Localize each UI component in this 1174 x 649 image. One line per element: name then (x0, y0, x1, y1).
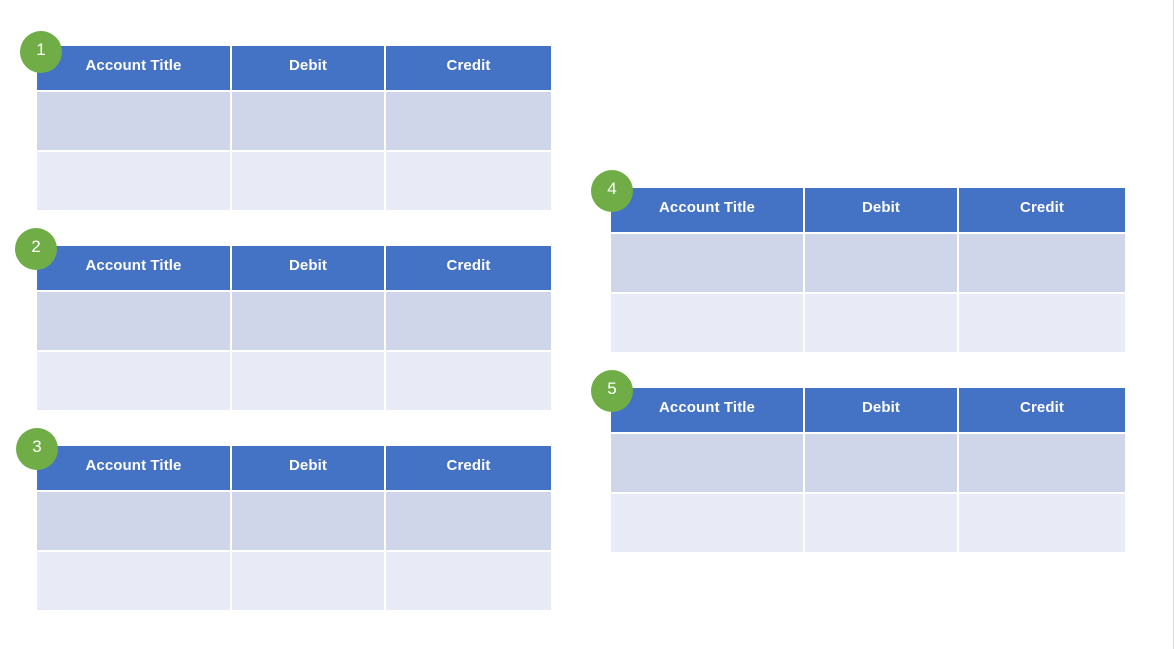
table-5-header-row: Account Title Debit Credit (611, 388, 1125, 434)
table-1-cell-r2c3[interactable] (386, 152, 551, 210)
table-2-cell-r1c1[interactable] (37, 292, 232, 352)
table-1-cell-r1c2[interactable] (232, 92, 386, 152)
table-4-header-account-title: Account Title (611, 188, 805, 234)
journal-table-2[interactable]: Account Title Debit Credit (37, 246, 551, 410)
table-1-header-debit: Debit (232, 46, 386, 92)
step-badge-2[interactable]: 2 (15, 228, 57, 270)
step-badge-1[interactable]: 1 (20, 31, 62, 73)
table-2-header-account-title: Account Title (37, 246, 232, 292)
step-badge-5-label: 5 (607, 379, 617, 398)
table-3-row-1[interactable] (37, 492, 551, 552)
table-4-header-row: Account Title Debit Credit (611, 188, 1125, 234)
table-3-cell-r1c1[interactable] (37, 492, 232, 552)
table-3-cell-r1c2[interactable] (232, 492, 386, 552)
step-badge-3[interactable]: 3 (16, 428, 58, 470)
table-2-row-1[interactable] (37, 292, 551, 352)
table-1-header-row: Account Title Debit Credit (37, 46, 551, 92)
table-3-cell-r2c1[interactable] (37, 552, 232, 610)
table-2-header-credit: Credit (386, 246, 551, 292)
table-5-cell-r2c2[interactable] (805, 494, 959, 552)
table-1-header-credit: Credit (386, 46, 551, 92)
step-badge-3-label: 3 (32, 437, 42, 456)
table-2-header-debit: Debit (232, 246, 386, 292)
journal-table-3[interactable]: Account Title Debit Credit (37, 446, 551, 610)
table-5-cell-r1c2[interactable] (805, 434, 959, 494)
table-5-cell-r2c3[interactable] (959, 494, 1125, 552)
table-4-header-debit: Debit (805, 188, 959, 234)
table-2-cell-r2c2[interactable] (232, 352, 386, 410)
table-4-header-credit: Credit (959, 188, 1125, 234)
journal-table-1[interactable]: Account Title Debit Credit (37, 46, 551, 210)
table-1-header-account-title: Account Title (37, 46, 232, 92)
table-5-header-credit: Credit (959, 388, 1125, 434)
table-5-cell-r2c1[interactable] (611, 494, 805, 552)
table-5-header-account-title: Account Title (611, 388, 805, 434)
table-4-cell-r2c1[interactable] (611, 294, 805, 352)
table-3-header-account-title: Account Title (37, 446, 232, 492)
table-1-cell-r2c2[interactable] (232, 152, 386, 210)
table-3-cell-r1c3[interactable] (386, 492, 551, 552)
table-2-cell-r2c1[interactable] (37, 352, 232, 410)
table-4-cell-r1c3[interactable] (959, 234, 1125, 294)
journal-table-4[interactable]: Account Title Debit Credit (611, 188, 1125, 352)
table-4-row-2[interactable] (611, 294, 1125, 352)
table-2-cell-r1c2[interactable] (232, 292, 386, 352)
table-2-cell-r1c3[interactable] (386, 292, 551, 352)
step-badge-4-label: 4 (607, 179, 617, 198)
table-4-row-1[interactable] (611, 234, 1125, 294)
table-1-row-2[interactable] (37, 152, 551, 210)
step-badge-2-label: 2 (31, 237, 41, 256)
step-badge-1-label: 1 (36, 40, 46, 59)
table-2-header-row: Account Title Debit Credit (37, 246, 551, 292)
table-2-cell-r2c3[interactable] (386, 352, 551, 410)
table-1-cell-r2c1[interactable] (37, 152, 232, 210)
table-5-cell-r1c3[interactable] (959, 434, 1125, 494)
table-5-header-debit: Debit (805, 388, 959, 434)
table-4-cell-r1c2[interactable] (805, 234, 959, 294)
step-badge-5[interactable]: 5 (591, 370, 633, 412)
table-5-cell-r1c1[interactable] (611, 434, 805, 494)
table-4-cell-r2c3[interactable] (959, 294, 1125, 352)
table-3-header-debit: Debit (232, 446, 386, 492)
table-3-cell-r2c2[interactable] (232, 552, 386, 610)
table-3-row-2[interactable] (37, 552, 551, 610)
table-3-header-row: Account Title Debit Credit (37, 446, 551, 492)
table-4-cell-r1c1[interactable] (611, 234, 805, 294)
table-2-row-2[interactable] (37, 352, 551, 410)
journal-table-5[interactable]: Account Title Debit Credit (611, 388, 1125, 552)
table-3-cell-r2c3[interactable] (386, 552, 551, 610)
step-badge-4[interactable]: 4 (591, 170, 633, 212)
table-3-header-credit: Credit (386, 446, 551, 492)
table-1-row-1[interactable] (37, 92, 551, 152)
table-5-row-2[interactable] (611, 494, 1125, 552)
table-4-cell-r2c2[interactable] (805, 294, 959, 352)
table-1-cell-r1c3[interactable] (386, 92, 551, 152)
table-1-cell-r1c1[interactable] (37, 92, 232, 152)
table-5-row-1[interactable] (611, 434, 1125, 494)
